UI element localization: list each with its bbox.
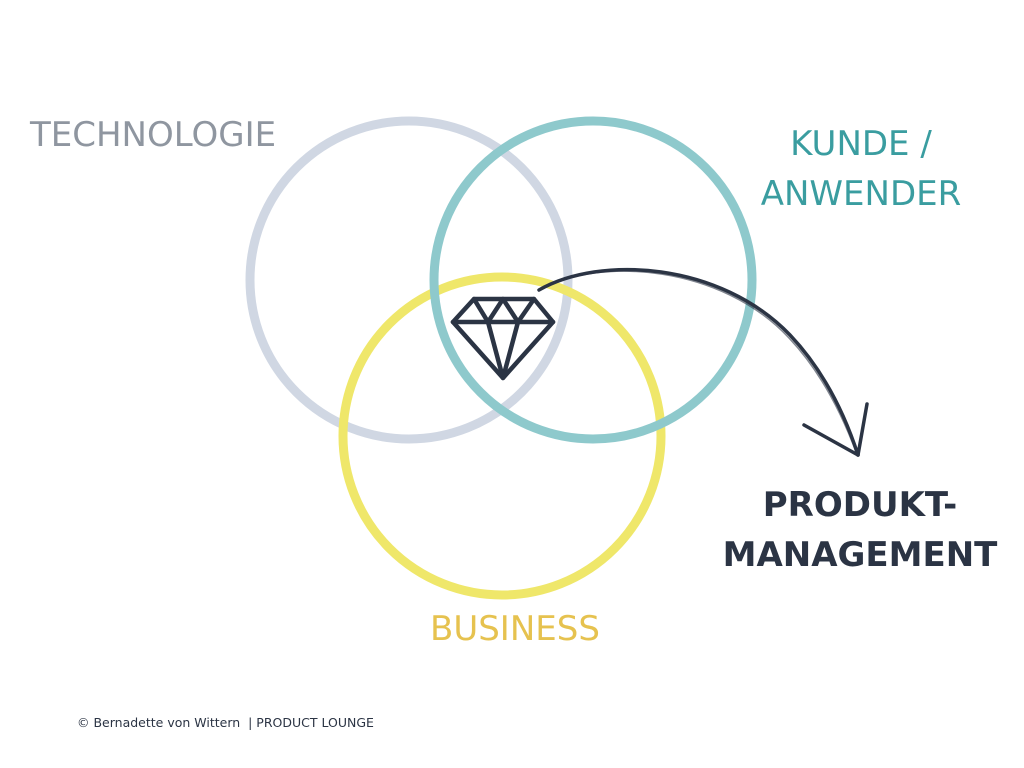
produktmanagement-label: PRODUKT- MANAGEMENT: [722, 480, 998, 580]
pm-label-line-2: MANAGEMENT: [722, 535, 998, 575]
kunde-circle: [429, 116, 757, 444]
brand-text: | PRODUCT LOUNGE: [248, 715, 374, 730]
pm-label-line-1: PRODUKT-: [762, 485, 958, 525]
kunde-label-line-1: KUNDE /: [790, 124, 932, 164]
diamond-icon: [450, 296, 556, 381]
business-label: BUSINESS: [430, 609, 600, 649]
copyright-text: © Bernadette von Wittern: [77, 715, 241, 730]
technologie-label: TECHNOLOGIE: [30, 115, 277, 155]
kunde-label-line-2: ANWENDER: [760, 174, 962, 214]
kunde-anwender-label: KUNDE / ANWENDER: [756, 119, 966, 219]
curved-arrow-icon: [537, 267, 869, 457]
business-circle: [338, 272, 666, 600]
technologie-circle: [245, 116, 573, 444]
footer-credit: © Bernadette von Wittern | PRODUCT LOUNG…: [77, 715, 374, 730]
